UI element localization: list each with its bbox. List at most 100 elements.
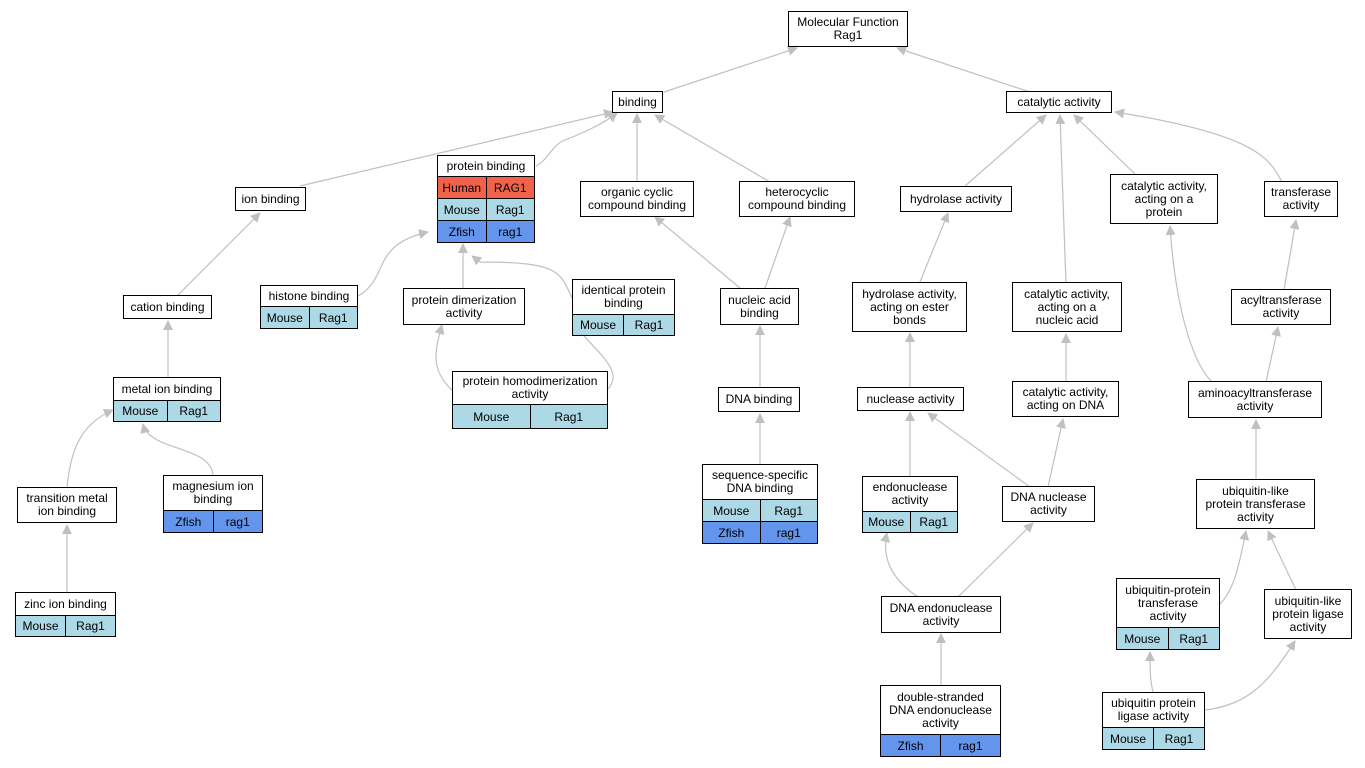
node-label: nuclease activity [866, 391, 955, 406]
annotation-row: Mouse Rag1 [16, 615, 115, 636]
node-heterocyclic-compound-binding[interactable]: heterocyclic compound binding [739, 181, 855, 217]
node-hydrolase-acting-on-ester-bonds[interactable]: hydrolase activity, acting on ester bond… [852, 282, 967, 332]
gene-cell: rag1 [759, 522, 818, 543]
edge-dnanuclease-nuclease [927, 412, 1031, 488]
edge-transition-metalion [66, 408, 114, 489]
node-label: ubiquitin-like protein ligase activity [1272, 593, 1344, 634]
node-label: histone binding [268, 288, 350, 303]
node-label: nucleic acid binding [728, 292, 791, 320]
node-label: transferase activity [1270, 185, 1332, 212]
node-label: sequence-specific DNA binding [711, 468, 809, 495]
node-organic-cyclic-compound-binding[interactable]: organic cyclic compound binding [580, 181, 694, 217]
node-label: catalytic activity, acting on DNA [1022, 385, 1109, 412]
edge-acyl-transferase [1283, 219, 1300, 291]
edge-transferase-catalytic [1114, 108, 1283, 183]
node-label: magnesium ion binding [172, 479, 254, 506]
node-cation-binding[interactable]: cation binding [123, 295, 212, 319]
gene-cell: Rag1 [308, 307, 358, 328]
node-dna-nuclease-activity[interactable]: DNA nuclease activity [1002, 486, 1095, 522]
node-label: aminoacyltransferase activity [1197, 385, 1313, 413]
node-molecular-function[interactable]: Molecular Function Rag1 [788, 11, 908, 47]
edge-homodimer-dimer [434, 324, 453, 391]
node-aminoacyltransferase-activity[interactable]: aminoacyltransferase activity [1188, 381, 1322, 418]
edge-amino-catprotein [1165, 225, 1213, 383]
edge-ubligase-ubl [1267, 530, 1297, 591]
node-hydrolase-activity[interactable]: hydrolase activity [900, 186, 1012, 212]
species-cell: Mouse [266, 310, 303, 325]
node-transferase-activity[interactable]: transferase activity [1264, 181, 1338, 217]
annotation-row: Mouse Rag1 [261, 306, 357, 328]
edge-dnanuclease-catdna [1047, 418, 1066, 488]
species-cell: Zfish [718, 525, 745, 540]
node-label: protein binding [446, 158, 526, 173]
node-protein-dimerization-activity[interactable]: protein dimerization activity [403, 288, 525, 325]
node-ion-binding[interactable]: ion binding [235, 187, 306, 211]
node-label: catalytic activity [1017, 94, 1101, 109]
node-label: double-stranded DNA endonuclease activit… [889, 689, 992, 730]
node-acyltransferase-activity[interactable]: acyltransferase activity [1231, 289, 1331, 325]
node-label: endonuclease activity [872, 480, 948, 507]
node-dna-binding[interactable]: DNA binding [718, 387, 800, 412]
node-label: transition metal ion binding [26, 491, 108, 518]
edge-magnesium-metalion [140, 423, 214, 476]
edge-amino-acyl [1265, 326, 1281, 383]
node-label: hydrolase activity [909, 191, 1003, 206]
edge-catprotein-catalytic [1073, 114, 1136, 175]
species-cell: Mouse [1124, 631, 1161, 646]
node-label: ubiquitin-protein transferase activity [1125, 582, 1211, 623]
edge-binding-mf [663, 46, 798, 93]
edge-ubtrans-ubl [1218, 530, 1250, 606]
edge-catnucleic-catalytic [1055, 114, 1067, 285]
edge-ionbinding-binding [299, 109, 614, 187]
node-nuclease-activity[interactable]: nuclease activity [857, 387, 964, 411]
node-ubiquitin-like-protein-transferase-activity[interactable]: ubiquitin-like protein transferase activ… [1196, 479, 1315, 529]
node-label: hydrolase activity, acting on ester bond… [862, 286, 957, 327]
node-label: protein homodimerization activity [462, 374, 598, 401]
edge-ester-hydrolase [919, 212, 950, 283]
node-binding[interactable]: binding [612, 91, 663, 113]
node-dna-endonuclease-activity[interactable]: DNA endonuclease activity [881, 596, 1001, 633]
edge-hydrolase-catalytic [964, 114, 1047, 187]
gene-cell: Rag1 [166, 401, 221, 421]
edge-proteinbinding-binding [535, 112, 618, 167]
node-label: catalytic activity, acting on a protein [1121, 178, 1207, 219]
edge-dnaendo-endonuclease [880, 532, 919, 598]
node-label: protein dimerization activity [411, 292, 517, 320]
species-cell: Mouse [473, 409, 510, 424]
node-label: ion binding [241, 191, 300, 206]
node-ubiquitin-like-protein-ligase-activity[interactable]: ubiquitin-like protein ligase activity [1264, 589, 1352, 639]
node-catalytic-activity-on-nucleic-acid[interactable]: catalytic activity, acting on a nucleic … [1012, 282, 1122, 332]
edge-nucleic-heterocyclic [764, 216, 792, 289]
node-catalytic-activity[interactable]: catalytic activity [1006, 91, 1112, 113]
node-double-stranded-dna-endonuclease-activity[interactable]: double-stranded DNA endonuclease activit… [880, 685, 1001, 757]
node-nucleic-acid-binding[interactable]: nucleic acid binding [720, 288, 799, 325]
edge-cation-ion [176, 212, 261, 297]
species-cell: Mouse [22, 619, 59, 633]
node-transition-metal-ion-binding[interactable]: transition metal ion binding [17, 487, 117, 523]
gene-cell: Rag1 [65, 616, 115, 636]
node-label: Molecular Function Rag1 [797, 15, 899, 42]
gene-cell: Rag1 [909, 512, 958, 532]
node-label: DNA binding [725, 392, 793, 406]
node-catalytic-activity-on-dna[interactable]: catalytic activity, acting on DNA [1012, 381, 1119, 417]
species-cell: Zfish [448, 224, 475, 239]
node-catalytic-activity-on-protein[interactable]: catalytic activity, acting on a protein [1110, 174, 1218, 224]
annotation-row: Zfish rag1 [703, 521, 817, 543]
